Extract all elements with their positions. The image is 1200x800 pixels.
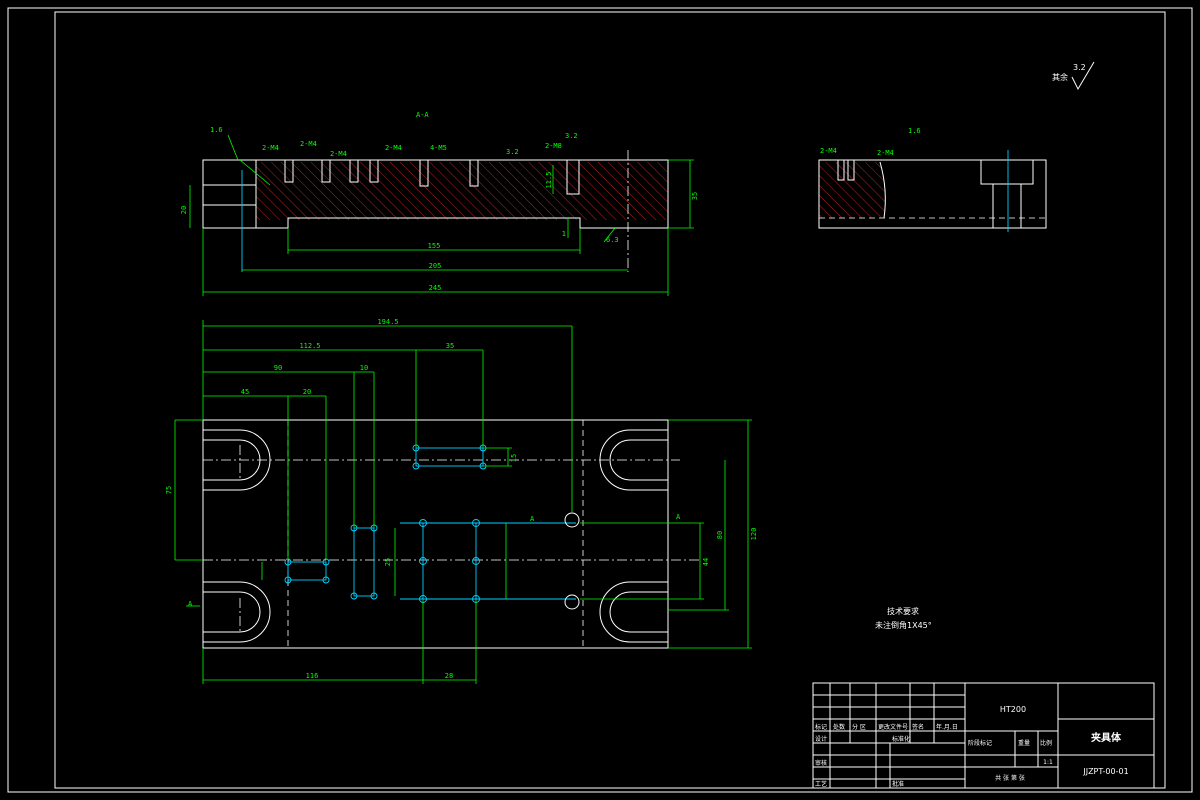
svg-text:3.2: 3.2 [506, 148, 519, 156]
tb-mark: 标记 [815, 723, 827, 731]
material-label: HT200 [1000, 705, 1026, 714]
tb-weight: 重量 [1018, 739, 1030, 747]
svg-text:A-A: A-A [416, 111, 429, 119]
dim-44: 44 [702, 558, 710, 566]
dim-35: 35 [691, 192, 699, 200]
svg-text:2-M4: 2-M4 [300, 140, 317, 148]
drawing-number: JJZPT-00-01 [1082, 767, 1128, 776]
roughness-label: 其余 [1052, 72, 1068, 82]
tb-stage-mark: 阶段标记 [968, 739, 992, 747]
dim-45: 45 [241, 388, 249, 396]
roughness-symbol-icon [1071, 61, 1095, 91]
hole-pattern [284, 444, 576, 603]
tech-req-title: 技术要求 [887, 606, 919, 616]
svg-text:6.3: 6.3 [606, 236, 619, 244]
dim-245: 245 [429, 284, 442, 292]
svg-text:2-M4: 2-M4 [262, 144, 279, 152]
dim-11-5: 11.5 [545, 172, 553, 189]
tb-sign: 签名 [912, 723, 924, 731]
tb-change-doc: 更改文件号 [878, 723, 908, 731]
plan-dimensions [174, 320, 752, 684]
dim-10: 10 [360, 364, 368, 372]
dim-90: 90 [274, 364, 282, 372]
section-mark-a-2: A [530, 515, 535, 523]
threaded-holes-front [284, 159, 580, 195]
svg-text:4-M5: 4-M5 [430, 144, 447, 152]
title-block [812, 682, 1155, 789]
svg-text:2-M8: 2-M8 [545, 142, 562, 150]
plan-view: 194.5 112.5 35 90 10 45 20 75 120 80 44 … [165, 318, 758, 684]
dim-25: 25 [384, 558, 392, 566]
dim-194-5: 194.5 [377, 318, 398, 326]
dim-120: 120 [750, 528, 758, 541]
sheet-inner-frame [54, 11, 1166, 789]
tb-design: 设计 [815, 735, 827, 743]
dim-20-plan: 20 [303, 388, 311, 396]
svg-text:2-M4: 2-M4 [330, 150, 347, 158]
dim-112-5: 112.5 [299, 342, 320, 350]
svg-text:2-M4: 2-M4 [820, 147, 837, 155]
front-outline [202, 159, 669, 229]
dim-205: 205 [429, 262, 442, 270]
roughness-value: 3.2 [1073, 63, 1086, 72]
dim-28: 28 [445, 672, 453, 680]
section-hatching [256, 162, 668, 220]
tb-standard: 标准化 [892, 735, 910, 743]
svg-text:3.2: 3.2 [565, 132, 578, 140]
surface-roughness-note: 其余 3.2 [1052, 61, 1095, 91]
part-name: 夹具体 [1091, 731, 1122, 744]
dim-116: 116 [306, 672, 319, 680]
dim-35-plan: 35 [446, 342, 454, 350]
tb-check: 审核 [815, 759, 827, 767]
svg-text:2-M4: 2-M4 [877, 149, 894, 157]
tech-req-text: 未注倒角1X45° [875, 620, 932, 630]
sheet-outer-border [7, 7, 1193, 793]
side-section-view: 2-M4 2-M4 1.6 [818, 127, 1047, 232]
dim-1: 1 [562, 230, 566, 238]
tb-process: 工艺 [815, 780, 827, 788]
tb-approve: 批准 [892, 780, 904, 788]
section-mark-a: A [188, 600, 193, 608]
tb-count: 处数 [833, 723, 845, 731]
dim-20: 20 [180, 206, 188, 214]
front-callouts: 2-M4 2-M4 2-M4 2-M4 4-M5 2-M8 1.6 3.2 6.… [210, 111, 619, 244]
u-slots [203, 429, 668, 643]
dim-155: 155 [428, 242, 441, 250]
dim-75: 75 [165, 486, 173, 494]
svg-text:2-M4: 2-M4 [385, 144, 402, 152]
front-dimensions [189, 134, 694, 296]
dim-80: 80 [716, 531, 724, 539]
section-mark-a-3: A [676, 513, 681, 521]
side-outline [818, 159, 1047, 229]
tb-sheets: 共 张 第 张 [995, 774, 1025, 782]
dim-15: 15 [510, 454, 518, 462]
plan-outline [202, 419, 669, 649]
svg-text:1.6: 1.6 [210, 126, 223, 134]
tb-date: 年.月.日 [936, 723, 958, 731]
svg-text:1.6: 1.6 [908, 127, 921, 135]
scale-value: 1:1 [1043, 759, 1053, 766]
tb-ratio: 比例 [1040, 739, 1052, 747]
front-section-view: 155 205 245 20 35 11.5 1 2-M4 2-M4 2-M4 … [180, 111, 699, 296]
tb-zone: 分 区 [852, 723, 866, 731]
